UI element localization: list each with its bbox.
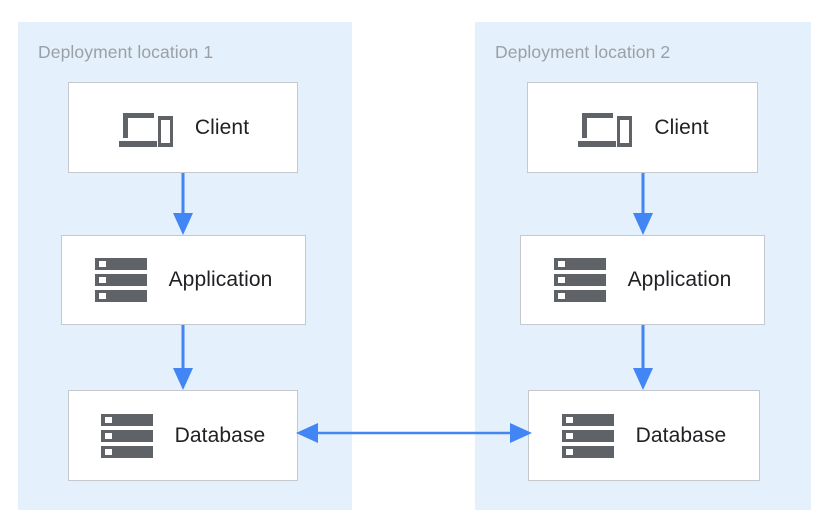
node-content: Client [117,104,249,152]
node-label: Application [168,268,273,291]
node-database-1[interactable]: Database [68,390,298,481]
server-stack-icon [561,413,614,458]
deployment-location-1-title: Deployment location 1 [38,42,214,62]
node-content: Application [553,257,732,303]
server-stack-icon [100,413,153,458]
node-label: Database [174,423,266,447]
arrow-application-1-to-database-1 [173,325,193,390]
arrow-database-1-to-database-2 [296,423,532,443]
node-content: Application [94,257,273,303]
node-content: Database [561,413,727,459]
node-client-1[interactable]: Client [68,82,298,173]
deployment-location-2-title: Deployment location 2 [495,42,671,62]
devices-icon [578,112,633,147]
arrow-client-1-to-application-1 [173,173,193,235]
node-client-2[interactable]: Client [527,82,758,173]
devices-icon [118,112,173,147]
arrow-application-2-to-database-2 [633,325,653,390]
server-stack-icon [94,258,147,302]
node-label: Application [627,268,732,291]
node-label: Client [654,115,709,139]
node-database-2[interactable]: Database [528,390,760,481]
node-application-2[interactable]: Application [520,235,765,325]
server-stack-icon [553,258,606,302]
node-content: Client [576,104,709,152]
node-application-1[interactable]: Application [61,235,306,325]
arrow-client-2-to-application-2 [633,173,653,235]
node-content: Database [100,413,266,459]
node-label: Database [635,423,727,447]
node-label: Client [194,115,250,139]
